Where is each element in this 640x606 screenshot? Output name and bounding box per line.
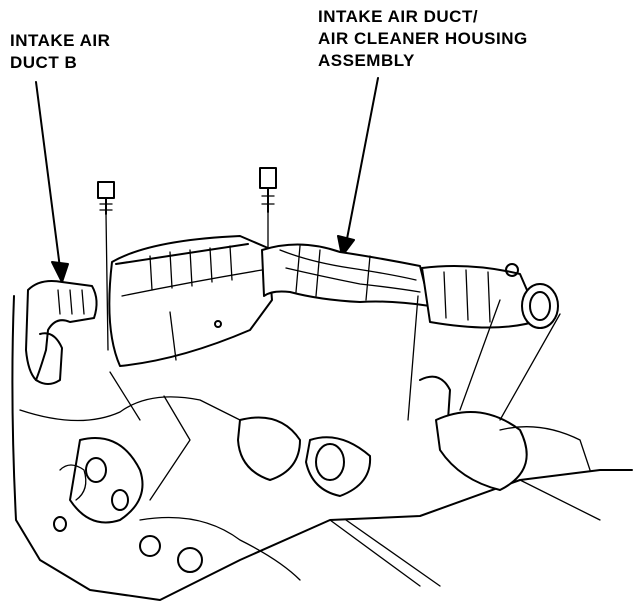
- label-intake-air-duct-b: INTAKE AIR DUCT B: [10, 30, 110, 74]
- air-cleaner-housing-part: [108, 235, 273, 367]
- arrow-air-cleaner-housing: [337, 77, 379, 257]
- arrow-intake-air-duct-b: [35, 81, 69, 283]
- throttle-body-part: [421, 263, 559, 329]
- label-line: ASSEMBLY: [318, 51, 415, 70]
- label-line: INTAKE AIR: [10, 31, 111, 50]
- label-intake-air-duct-housing: INTAKE AIR DUCT/ AIR CLEANER HOUSING ASS…: [318, 6, 528, 72]
- engine-block: [11, 295, 633, 601]
- label-line: AIR CLEANER HOUSING: [318, 29, 528, 48]
- label-line: INTAKE AIR DUCT/: [318, 7, 479, 26]
- intake-air-duct-b-part: [25, 280, 98, 385]
- bolt-left: [97, 181, 115, 351]
- label-line: DUCT B: [10, 53, 78, 72]
- intake-air-duct-part: [261, 243, 431, 307]
